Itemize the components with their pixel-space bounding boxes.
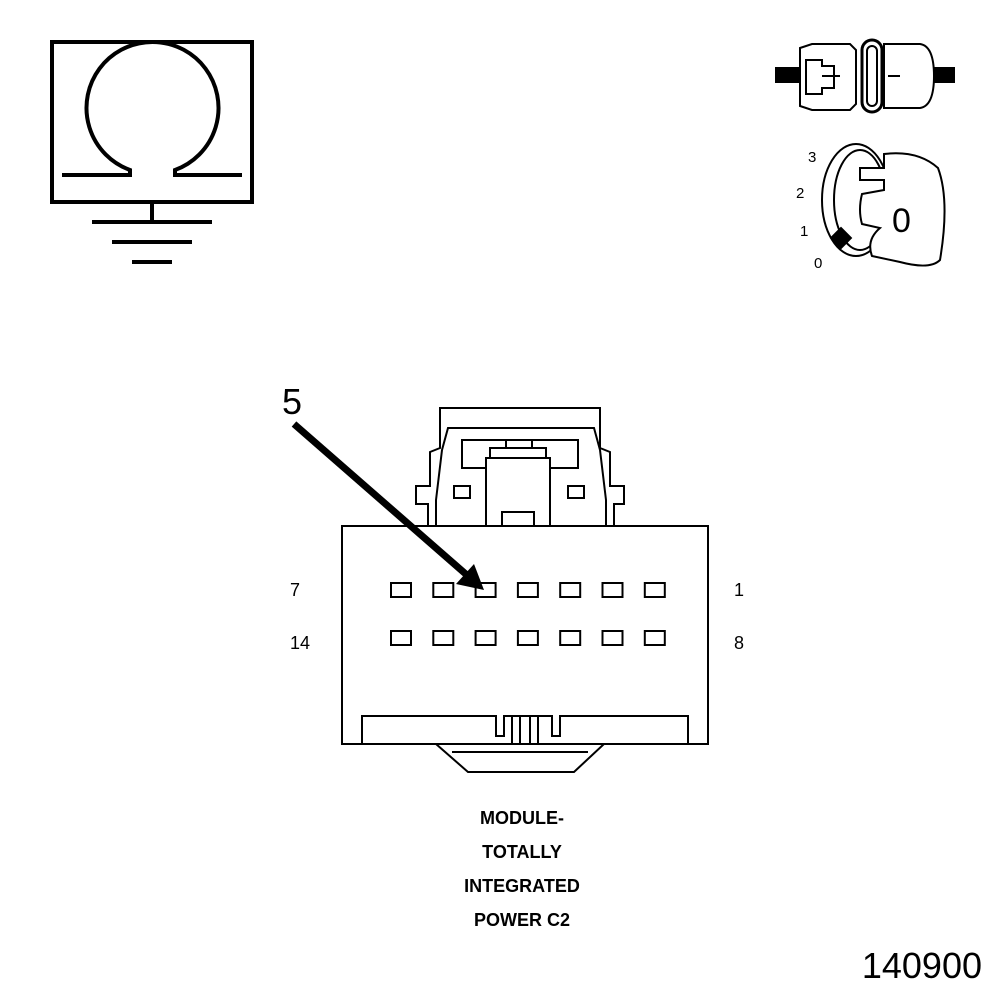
caption-line-2: TOTALLY — [482, 842, 562, 862]
disconnect-connector-icon — [775, 38, 955, 114]
pin-cavity-9 — [601, 630, 624, 646]
pin-cavity-10 — [559, 630, 582, 646]
connector-housing — [341, 407, 709, 773]
pin-cavity-6 — [432, 582, 455, 598]
pin-label-right-bottom: 8 — [734, 633, 744, 653]
ignition-switch-icon — [821, 143, 946, 267]
pin-cavity-11 — [516, 630, 539, 646]
figure-number: 140900 — [862, 945, 982, 986]
ignition-position-2: 2 — [796, 185, 804, 202]
pin-cavity-3 — [559, 582, 582, 598]
connector-pin-grid — [390, 582, 666, 646]
pin-cavity-7 — [390, 582, 412, 598]
callout-arrow — [291, 421, 484, 590]
ignition-position-1: 1 — [800, 223, 808, 240]
callout-number: 5 — [282, 381, 302, 422]
pin-label-left-top: 7 — [290, 580, 300, 600]
pin-cavity-4 — [516, 582, 539, 598]
pin-cavity-14 — [390, 630, 412, 646]
pin-cavity-13 — [432, 630, 455, 646]
pin-label-left-bottom: 14 — [290, 633, 310, 653]
ignition-key-label: 0 — [892, 202, 911, 240]
pin-label-right-top: 1 — [734, 580, 744, 600]
pin-cavity-12 — [474, 630, 497, 646]
caption-line-1: MODULE- — [480, 808, 564, 828]
caption-line-3: INTEGRATED — [464, 876, 580, 896]
ignition-position-0: 0 — [814, 255, 822, 272]
caption-line-4: POWER C2 — [474, 910, 570, 930]
ignition-position-3: 3 — [808, 149, 816, 166]
pin-cavity-1 — [643, 582, 666, 598]
pin-cavity-8 — [643, 630, 666, 646]
ohmmeter-ground-icon — [50, 40, 254, 264]
pin-cavity-2 — [601, 582, 624, 598]
